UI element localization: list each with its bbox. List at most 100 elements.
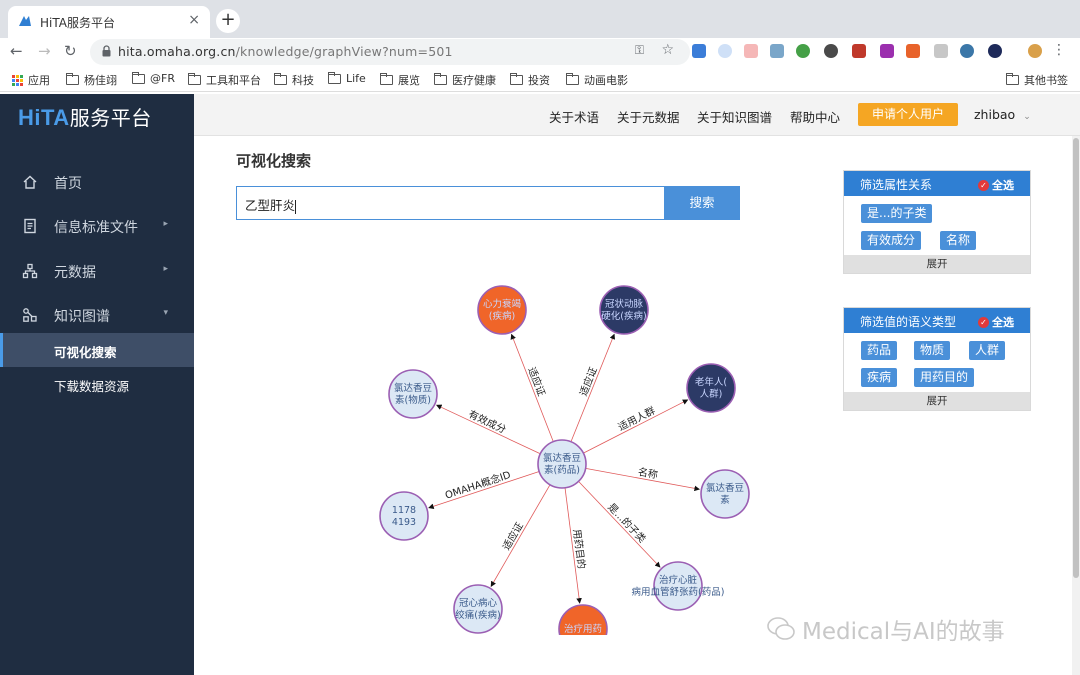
sidebar-item-home[interactable]: 首页 (0, 165, 194, 199)
back-icon[interactable]: ← (10, 42, 23, 60)
extension-icon[interactable] (988, 44, 1002, 58)
browser-menu-icon[interactable]: ⋮ (1052, 42, 1066, 58)
filter-tag[interactable]: 名称 (940, 231, 977, 250)
nav-about-terms[interactable]: 关于术语 (549, 110, 600, 125)
node-label: 病用血管舒张药(药品) (632, 586, 725, 598)
sidebar-item-standards[interactable]: 信息标准文件 ▸ (0, 209, 194, 243)
graph-svg[interactable]: 适应证适应证适用人群名称是...的子类用药目的适应证OMAHA概念ID有效成分 … (194, 230, 834, 635)
folder-icon (132, 71, 145, 84)
filter-tag[interactable]: 是...的子类 (861, 204, 933, 223)
scrollbar[interactable] (1072, 136, 1080, 675)
expand-button[interactable]: 展开 (844, 255, 1030, 273)
bookmark-folder[interactable]: Life (328, 71, 366, 85)
bookmark-folder[interactable]: 科技 (274, 72, 314, 88)
nav-help-center[interactable]: 帮助中心 (790, 110, 841, 125)
bookmark-folder[interactable]: 医疗健康 (434, 72, 496, 88)
close-tab-icon[interactable]: × (188, 12, 200, 28)
filter-tag[interactable]: 药品 (861, 341, 898, 360)
extension-icon[interactable] (824, 44, 838, 58)
python-icon[interactable] (960, 44, 974, 58)
lock-icon (102, 45, 111, 57)
office-icon[interactable] (906, 44, 920, 58)
bookmark-other[interactable]: 其他书签 (1006, 72, 1068, 88)
search-input[interactable]: 乙型肝炎 (236, 186, 666, 220)
search-button[interactable]: 搜索 (664, 186, 740, 220)
profile-avatar-icon[interactable] (1028, 44, 1042, 58)
panel-title: 筛选属性关系 (860, 178, 933, 192)
key-icon[interactable]: ⚿ (634, 43, 644, 57)
sidebar-item-knowledge-graph[interactable]: 知识图谱 ▾ (0, 298, 194, 332)
node-circle[interactable] (537, 439, 587, 489)
node-circle[interactable] (700, 469, 750, 519)
select-all-checkbox[interactable]: ✓全选 (978, 314, 1014, 330)
nav-about-metadata[interactable]: 关于元数据 (617, 110, 680, 125)
extension-icon[interactable] (744, 44, 758, 58)
filter-tag[interactable]: 物质 (914, 341, 951, 360)
extension-icon[interactable] (692, 44, 706, 58)
node-circle[interactable] (558, 604, 608, 635)
address-bar[interactable]: hita.omaha.org.cn/knowledge/graphView?nu… (90, 39, 690, 65)
filter-tag[interactable]: 人群 (969, 341, 1006, 360)
filter-tag[interactable]: 用药目的 (914, 368, 975, 387)
scrollbar-thumb[interactable] (1073, 138, 1079, 578)
browser-tab[interactable]: HiTA服务平台 × (8, 6, 210, 38)
sidebar-subitem-download[interactable]: 下载数据资源 (54, 379, 130, 394)
node-circle[interactable] (388, 369, 438, 419)
bookmark-folder[interactable]: 杨佳翊 (66, 72, 117, 88)
sidebar-item-metadata[interactable]: 元数据 ▸ (0, 254, 194, 288)
reload-icon[interactable]: ↻ (64, 42, 77, 60)
graph-node[interactable]: 心力衰竭(疾病) (477, 285, 527, 335)
evernote-icon[interactable] (796, 44, 810, 58)
new-tab-button[interactable]: + (216, 9, 240, 33)
node-circle[interactable] (453, 584, 503, 634)
bookmark-folder[interactable]: @FR (132, 71, 175, 85)
bookmark-apps[interactable]: 应用 (12, 72, 50, 88)
nav-about-knowledge-graph[interactable]: 关于知识图谱 (697, 110, 773, 125)
node-label: 素(物质) (395, 394, 431, 406)
edge-label: 用药目的 (570, 528, 588, 569)
user-menu[interactable]: zhibao⌄ (974, 107, 1031, 122)
node-circle[interactable] (686, 363, 736, 413)
extension-icon[interactable] (718, 44, 732, 58)
forward-icon[interactable]: → (38, 42, 51, 60)
bookmark-folder[interactable]: 展览 (380, 72, 420, 88)
extension-icon[interactable] (880, 44, 894, 58)
node-circle[interactable] (599, 285, 649, 335)
translate-icon[interactable] (934, 44, 948, 58)
extension-icon[interactable] (852, 44, 866, 58)
folder-icon (434, 73, 447, 85)
graph-node[interactable]: 老年人(人群) (686, 363, 736, 413)
hita-logo[interactable]: HiTA服务平台 (18, 105, 152, 130)
bookmark-star-icon[interactable]: ☆ (661, 42, 674, 58)
node-label: 心力衰竭 (483, 298, 521, 310)
bookmark-folder[interactable]: 动画电影 (566, 72, 628, 88)
node-label: 人群) (700, 388, 723, 400)
filter-tag[interactable]: 有效成分 (861, 231, 922, 250)
bookmark-folder[interactable]: 投资 (510, 72, 550, 88)
tab-title: HiTA服务平台 (40, 16, 115, 30)
node-label: 氯达香豆 (394, 382, 432, 394)
bookmark-folder[interactable]: 工具和平台 (188, 72, 261, 88)
extension-icon[interactable] (770, 44, 784, 58)
filter-tag[interactable]: 疾病 (861, 368, 898, 387)
graph-node[interactable]: 治疗用药 (558, 604, 608, 635)
edge-label: 适应证 (500, 520, 526, 552)
node-label: 老年人( (695, 376, 727, 388)
apps-grid-icon (12, 74, 23, 86)
browser-toolbar: ← → ↻ hita.omaha.org.cn/knowledge/graphV… (0, 38, 1080, 66)
expand-button[interactable]: 展开 (844, 392, 1030, 410)
sidebar-subitem-visual-search[interactable]: 可视化搜索 (0, 333, 194, 367)
node-circle[interactable] (653, 561, 703, 611)
select-all-checkbox[interactable]: ✓全选 (978, 177, 1014, 193)
node-circle[interactable] (477, 285, 527, 335)
node-circle[interactable] (379, 491, 429, 541)
apply-user-button[interactable]: 申请个人用户 (858, 103, 958, 126)
